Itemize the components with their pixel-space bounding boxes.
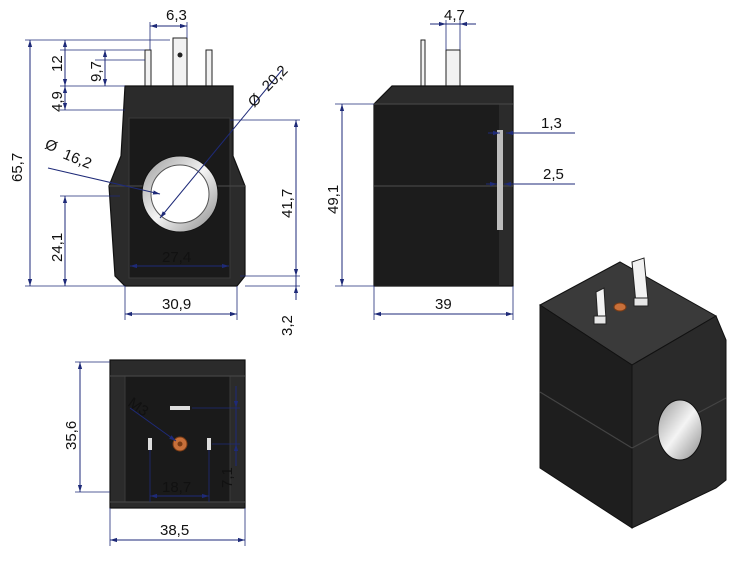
bottom-view	[109, 359, 246, 509]
side-pin-thin	[420, 39, 426, 89]
dim-4-7: 4,7	[444, 7, 465, 24]
side-pin-wide	[445, 49, 461, 89]
dim-39: 39	[435, 296, 452, 313]
dim-20-2: 20,2	[259, 62, 292, 95]
side-face-dark	[374, 104, 499, 286]
front-pin-right	[205, 49, 213, 89]
dim-4-9: 4,9	[49, 91, 66, 112]
bottom-slot-top	[170, 406, 190, 410]
bottom-slot-left	[148, 438, 152, 450]
dim-30-9: 30,9	[162, 296, 191, 313]
side-view	[373, 39, 514, 287]
dim-12: 12	[49, 55, 66, 72]
dim-1-3: 1,3	[541, 115, 562, 132]
front-pin-left	[144, 49, 152, 89]
dim-dia-symbol-a: Ø	[43, 136, 60, 156]
iso-pin-base-right	[633, 297, 649, 307]
front-pin-hole	[177, 52, 183, 58]
dim-6-3: 6,3	[166, 7, 187, 24]
bottom-slot-right	[207, 438, 211, 450]
dim-3-2: 3,2	[279, 315, 296, 336]
isometric-view	[539, 257, 727, 529]
dim-16-2: 16,2	[61, 146, 94, 173]
side-bore-edge	[497, 130, 503, 230]
dim-65-7: 65,7	[9, 153, 26, 182]
dim-41-7: 41,7	[279, 189, 296, 218]
dim-35-6: 35,6	[63, 421, 80, 450]
dim-7-1: 7,1	[219, 467, 236, 488]
front-pin-center	[172, 37, 188, 89]
iso-pin-base-left	[593, 315, 607, 325]
side-dimensions: 4,7 49,1 1,3 2,5 39	[325, 7, 575, 320]
dim-38-5: 38,5	[160, 522, 189, 539]
dim-27-4: 27,4	[162, 249, 191, 266]
dim-9-7: 9,7	[88, 61, 105, 82]
dim-18-7: 18,7	[162, 479, 191, 496]
bottom-dimensions: 35,6 M3 7,1 18,7 38,5	[63, 361, 246, 546]
front-view	[108, 37, 246, 287]
dim-49-1: 49,1	[325, 185, 342, 214]
iso-bore	[657, 399, 703, 461]
dim-24-1: 24,1	[49, 233, 66, 262]
iso-screw	[613, 302, 627, 312]
dim-2-5: 2,5	[543, 166, 564, 183]
